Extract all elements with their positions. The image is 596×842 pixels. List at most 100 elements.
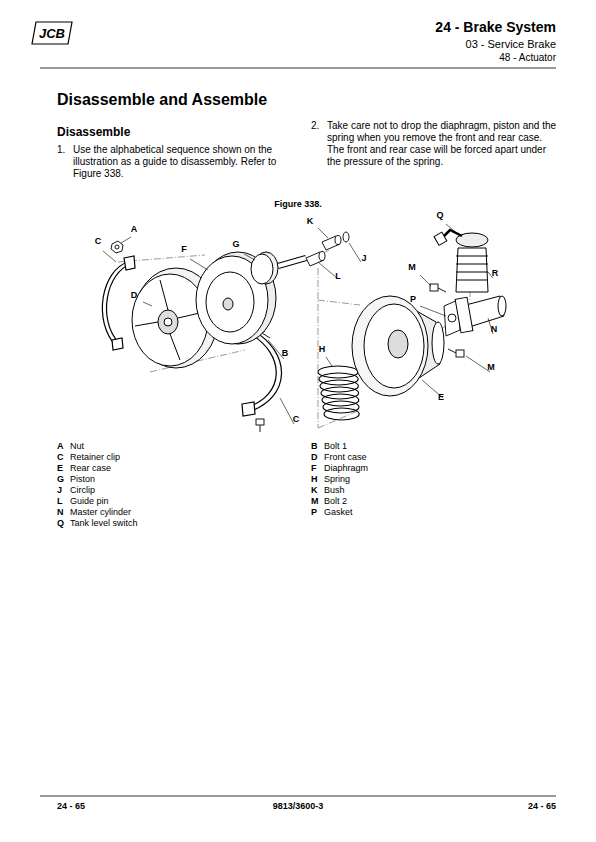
callout-letter: L — [335, 271, 341, 282]
leader-line — [143, 302, 152, 306]
callout-letter: G — [232, 239, 239, 250]
topic-heading: 48 - Actuator — [499, 52, 556, 64]
callout-letter: F — [181, 244, 187, 255]
page-title: Disassemble and Assemble — [57, 90, 267, 109]
key-letter: D — [311, 452, 318, 463]
callout-letter: J — [361, 253, 366, 264]
subsection-heading: 03 - Service Brake — [466, 38, 556, 51]
nut — [115, 245, 119, 249]
bolt — [262, 333, 270, 338]
callout-letter: N — [491, 324, 498, 335]
key-letter: E — [57, 463, 63, 474]
piston — [251, 252, 306, 284]
leader-line — [280, 398, 294, 424]
diaphragm — [206, 272, 254, 332]
rear-case — [364, 304, 424, 388]
callout-letter: A — [131, 224, 138, 235]
bolt — [260, 425, 261, 432]
key-name: Tank level switch — [70, 518, 138, 529]
logo-badge — [32, 22, 72, 44]
front-case — [158, 310, 178, 334]
key-letter: K — [311, 485, 318, 496]
rear-case — [352, 296, 428, 396]
page-rule — [40, 68, 556, 796]
key-name: Diaphragm — [324, 463, 368, 474]
bush — [335, 236, 341, 245]
rear-case — [432, 322, 444, 364]
key-letter: J — [57, 485, 62, 496]
key-letter: H — [311, 474, 318, 485]
callout-letter: Q — [436, 210, 443, 221]
spring — [319, 373, 358, 385]
section-heading: 24 - Brake System — [435, 19, 556, 36]
callout-letter: M — [487, 362, 495, 373]
callout-letter: B — [282, 348, 289, 359]
sub-heading: Disassemble — [57, 125, 130, 139]
piston — [278, 258, 306, 266]
key-letter: Q — [57, 518, 64, 529]
piston — [278, 258, 306, 266]
key-letter: C — [57, 452, 64, 463]
spring — [324, 408, 359, 420]
spring — [321, 387, 359, 399]
leader-line — [268, 340, 284, 359]
key-name: Retainer clip — [70, 452, 120, 463]
key-name: Gasket — [324, 507, 353, 518]
spring — [320, 380, 358, 392]
centre-line — [118, 250, 470, 428]
key-name: Guide pin — [70, 496, 109, 507]
leader-line — [326, 357, 332, 366]
key-letter: P — [311, 507, 317, 518]
callout-letter: D — [131, 290, 138, 301]
guide-pin — [306, 252, 325, 267]
key-name: Bolt 2 — [324, 496, 347, 507]
callout-letter: R — [492, 268, 499, 279]
page-number: 24 - 65 — [57, 801, 85, 812]
leader-line — [466, 356, 490, 372]
bolt — [256, 419, 264, 425]
key-letter: G — [57, 474, 64, 485]
front-case — [135, 280, 204, 360]
gasket — [448, 314, 456, 322]
page-rule — [40, 68, 556, 69]
leader-line — [103, 224, 493, 424]
leader-line — [446, 224, 460, 236]
diaphragm — [196, 252, 276, 344]
key-letter: N — [57, 507, 64, 518]
key-name: Spring — [324, 474, 350, 485]
rear-case — [352, 296, 444, 396]
key-name: Front case — [324, 452, 367, 463]
leader-line — [420, 275, 431, 286]
spring — [318, 366, 358, 378]
page-rule — [40, 796, 556, 797]
key-letter: F — [311, 463, 317, 474]
guide-pin — [319, 252, 325, 261]
leader-line — [420, 306, 446, 316]
retainer-clip — [124, 256, 135, 270]
bolt — [448, 349, 456, 353]
callout-letter: H — [319, 344, 326, 355]
callout-letter: P — [410, 294, 416, 305]
retainer-clip — [112, 338, 123, 350]
leader-line — [103, 251, 116, 262]
callout-letter: M — [408, 262, 416, 273]
master-cylinder — [455, 296, 506, 333]
circlip — [343, 232, 349, 242]
key-letter: A — [57, 441, 64, 452]
retainer-clip — [107, 264, 131, 343]
step-text: Take care not to drop the diaphragm, pis… — [327, 120, 559, 168]
key-letter: M — [311, 496, 319, 507]
spring — [323, 401, 359, 413]
circlip — [343, 232, 349, 242]
leader-line — [318, 228, 328, 238]
front-case — [164, 318, 172, 326]
bush — [322, 236, 340, 250]
leader-line — [190, 259, 208, 270]
logo-text: JCB — [39, 26, 65, 42]
piston — [251, 254, 273, 284]
master-cylinder — [498, 296, 506, 316]
key-letter: B — [311, 441, 318, 452]
bush — [322, 236, 341, 251]
step-text: Use the alphabetical sequence shown on t… — [73, 144, 301, 180]
callout-letter: C — [95, 236, 102, 247]
